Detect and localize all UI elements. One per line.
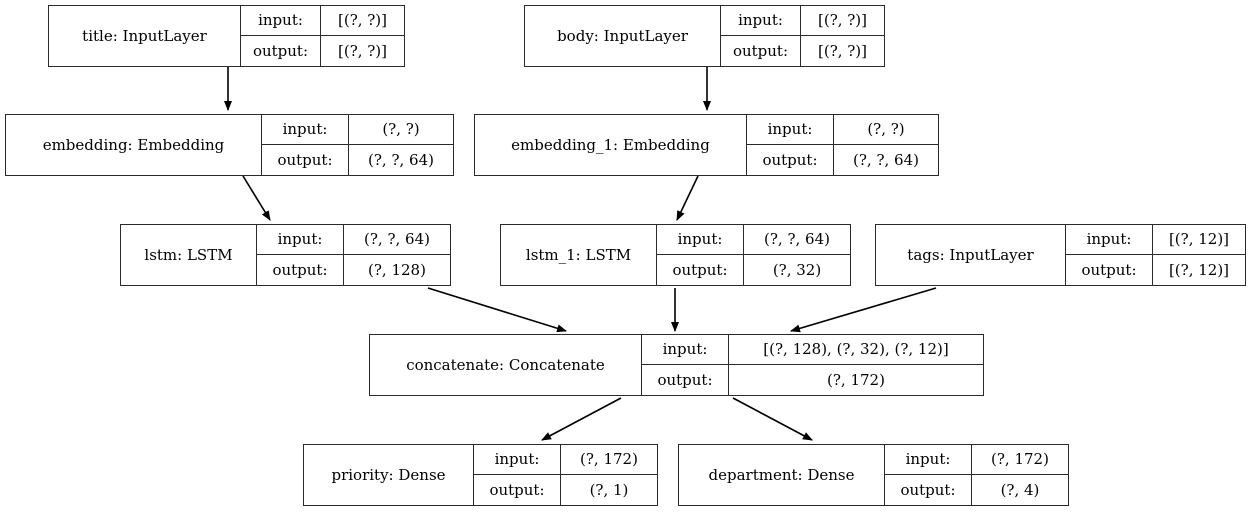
edge-concatenate-to-priority — [541, 397, 622, 441]
node-lstm_1-output-label: output: — [657, 255, 744, 285]
node-lstm_1-input-shape: (?, ?, 64) — [764, 230, 830, 248]
node-embedding-io: input: (?, ?) output: (?, ?, 64) — [262, 115, 453, 175]
node-department-input-shape: (?, 172) — [991, 450, 1049, 468]
node-title-io: input: [(?, ?)] output: [(?, ?)] — [241, 6, 404, 66]
node-lstm-output-row: output: (?, 128) — [257, 255, 450, 285]
node-priority-output-label: output: — [474, 475, 561, 505]
node-lstm-output-label: output: — [257, 255, 344, 285]
node-lstm_1-output-shape: (?, 32) — [772, 260, 822, 279]
node-embedding-input-row: input: (?, ?) — [262, 115, 453, 145]
node-concatenate-output-label: output: — [642, 365, 729, 395]
node-tags-output-row: output: [(?, 12)] — [1066, 255, 1245, 285]
node-priority-label: priority: Dense — [304, 445, 474, 505]
node-embedding-label: embedding: Embedding — [6, 115, 262, 175]
node-department-input-row: input: (?, 172) — [885, 445, 1068, 475]
node-title-input-label: input: — [241, 6, 321, 35]
edge-embedding-to-lstm — [242, 175, 271, 221]
node-concatenate-input-row: input: [(?, 128), (?, 32), (?, 12)] — [642, 335, 983, 365]
node-embedding_1-input-label: input: — [747, 115, 834, 144]
node-embedding-output-label: output: — [262, 145, 349, 175]
node-title-input-row: input: [(?, ?)] — [241, 6, 404, 36]
node-concatenate-output-row: output: (?, 172) — [642, 365, 983, 395]
edge-concatenate-to-department — [732, 397, 813, 441]
node-body-input-label: input: — [721, 6, 801, 35]
node-lstm-input-label: input: — [257, 225, 344, 254]
node-embedding_1-input-row: input: (?, ?) — [747, 115, 938, 145]
node-priority-input-shape: (?, 172) — [580, 450, 638, 468]
node-priority-io: input: (?, 172) output: (?, 1) — [474, 445, 657, 505]
node-lstm-input-row: input: (?, ?, 64) — [257, 225, 450, 255]
node-lstm_1-input-label: input: — [657, 225, 744, 254]
node-lstm_1-input-row: input: (?, ?, 64) — [657, 225, 850, 255]
node-department-output-row: output: (?, 4) — [885, 475, 1068, 505]
node-department-output-label: output: — [885, 475, 972, 505]
node-concatenate-output-shape: (?, 172) — [827, 370, 885, 389]
node-priority-input-label: input: — [474, 445, 561, 474]
node-body-label: body: InputLayer — [525, 6, 721, 66]
node-department-label: department: Dense — [679, 445, 885, 505]
node-lstm-label: lstm: LSTM — [121, 225, 257, 285]
node-concatenate-input-label: input: — [642, 335, 729, 364]
node-lstm-output-shape: (?, 128) — [368, 260, 426, 279]
node-title-output-row: output: [(?, ?)] — [241, 36, 404, 66]
node-embedding-output-row: output: (?, ?, 64) — [262, 145, 453, 175]
node-lstm_1-label: lstm_1: LSTM — [501, 225, 657, 285]
node-tags-output-label: output: — [1066, 255, 1153, 285]
node-tags-input-label: input: — [1066, 225, 1153, 254]
node-department-io: input: (?, 172) output: (?, 4) — [885, 445, 1068, 505]
node-body-output-row: output: [(?, ?)] — [721, 36, 884, 66]
node-embedding-input-label: input: — [262, 115, 349, 144]
node-title-label: title: InputLayer — [49, 6, 241, 66]
node-embedding_1-output-row: output: (?, ?, 64) — [747, 145, 938, 175]
node-embedding-input-shape: (?, ?) — [382, 120, 420, 138]
node-body-input-row: input: [(?, ?)] — [721, 6, 884, 36]
node-concatenate-io: input: [(?, 128), (?, 32), (?, 12)] output… — [642, 335, 983, 395]
node-title-output-shape: [(?, ?)] — [337, 41, 388, 60]
node-embedding_1-output-label: output: — [747, 145, 834, 175]
node-priority-output-shape: (?, 1) — [589, 480, 629, 499]
node-concatenate-input-shape: [(?, 128), (?, 32), (?, 12)] — [763, 340, 949, 358]
node-tags-label: tags: InputLayer — [876, 225, 1066, 285]
node-lstm-input-shape: (?, ?, 64) — [364, 230, 430, 248]
node-department-input-label: input: — [885, 445, 972, 474]
node-concatenate-label: concatenate: Concatenate — [370, 335, 642, 395]
node-title-output-label: output: — [241, 36, 321, 66]
node-lstm-io: input: (?, ?, 64) output: (?, 128) — [257, 225, 450, 285]
node-department-output-shape: (?, 4) — [1000, 480, 1040, 499]
node-embedding_1-input-shape: (?, ?) — [867, 120, 905, 138]
node-body-io: input: [(?, ?)] output: [(?, ?)] — [721, 6, 884, 66]
node-embedding_1-output-shape: (?, ?, 64) — [853, 150, 919, 169]
edge-lstm-to-concatenate — [427, 287, 567, 333]
node-priority-input-row: input: (?, 172) — [474, 445, 657, 475]
node-tags-input-row: input: [(?, 12)] — [1066, 225, 1245, 255]
node-tags-io: input: [(?, 12)] output: [(?, 12)] — [1066, 225, 1245, 285]
node-tags-output-shape: [(?, 12)] — [1168, 260, 1230, 279]
node-embedding_1-label: embedding_1: Embedding — [475, 115, 747, 175]
node-body-output-shape: [(?, ?)] — [817, 41, 868, 60]
node-lstm_1-output-row: output: (?, 32) — [657, 255, 850, 285]
node-lstm_1-io: input: (?, ?, 64) output: (?, 32) — [657, 225, 850, 285]
node-embedding-output-shape: (?, ?, 64) — [368, 150, 434, 169]
node-title-input-shape: [(?, ?)] — [337, 11, 388, 29]
node-body-output-label: output: — [721, 36, 801, 66]
edge-embedding_1-to-lstm_1 — [676, 175, 699, 221]
edge-tags-to-concatenate — [790, 287, 937, 333]
node-priority-output-row: output: (?, 1) — [474, 475, 657, 505]
node-body-input-shape: [(?, ?)] — [817, 11, 868, 29]
node-embedding_1-io: input: (?, ?) output: (?, ?, 64) — [747, 115, 938, 175]
node-tags-input-shape: [(?, 12)] — [1168, 230, 1230, 248]
